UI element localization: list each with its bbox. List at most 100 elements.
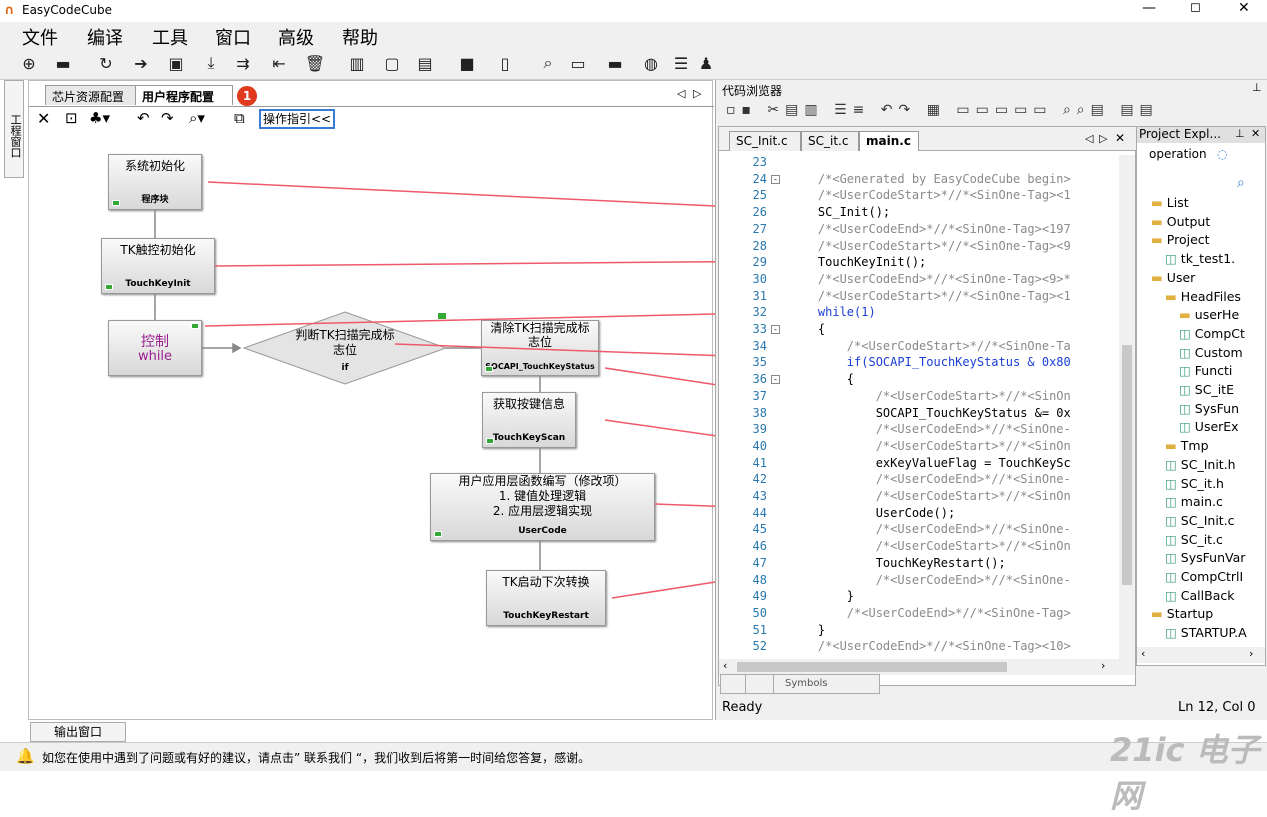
tree-h-scrollbar[interactable]: ‹ › bbox=[1137, 647, 1265, 663]
tree-file[interactable]: ◫ SC_itE bbox=[1179, 382, 1234, 397]
download-icon[interactable]: ⤓ bbox=[207, 53, 215, 72]
tree-folder[interactable]: ▬ Tmp bbox=[1165, 438, 1209, 453]
tab-output-window[interactable]: 输出窗口 bbox=[30, 722, 126, 742]
tree-file[interactable]: ◫ SC_Init.h bbox=[1165, 457, 1236, 472]
new-file-icon[interactable]: ⊕ bbox=[22, 53, 36, 73]
undo-icon[interactable]: ↶ bbox=[137, 109, 150, 127]
tree-file[interactable]: ◫ CompCtrlI bbox=[1165, 569, 1243, 584]
file-icon[interactable]: ▯ bbox=[500, 53, 510, 73]
maximize-button[interactable]: ◻ bbox=[1190, 0, 1201, 15]
tree-file[interactable]: ◫ tk_test1. bbox=[1165, 251, 1235, 266]
project-combo[interactable]: operation bbox=[1149, 147, 1207, 161]
tab-right-icon[interactable]: ▷ bbox=[1099, 132, 1108, 145]
symbols-tab[interactable]: Symbols bbox=[785, 678, 828, 689]
fold-toggle-icon[interactable]: - bbox=[771, 375, 780, 385]
save-icon[interactable]: ▣ bbox=[168, 53, 184, 73]
search-tool-icon[interactable]: ⌕ bbox=[543, 53, 553, 72]
block-user-code[interactable]: 用户应用层函数编写（修改项） 1. 键值处理逻辑 2. 应用层逻辑实现 User… bbox=[430, 473, 655, 541]
tab-chip-config[interactable]: 芯片资源配置 bbox=[45, 85, 147, 105]
scroll-right-icon[interactable]: › bbox=[1249, 647, 1254, 660]
monitor-icon[interactable]: ▢ bbox=[384, 53, 400, 73]
tree-folder[interactable]: ▬ Project bbox=[1151, 232, 1210, 247]
scroll-right-icon[interactable]: › bbox=[1101, 659, 1106, 672]
tab-left-icon[interactable]: ◁ bbox=[1085, 132, 1094, 145]
tree-file[interactable]: ◫ SysFunVar bbox=[1165, 550, 1245, 565]
refresh-icon[interactable]: ◌ bbox=[1217, 147, 1228, 161]
tree-file[interactable]: ◫ SysFun bbox=[1179, 401, 1239, 416]
menu-help[interactable]: 帮助 bbox=[342, 28, 378, 49]
menu-tools[interactable]: 工具 bbox=[152, 28, 188, 49]
block-clear-flag[interactable]: 清除TK扫描完成标志位 SOCAPI_TouchKeyStatus bbox=[481, 320, 599, 376]
tree-folder[interactable]: ▬ User bbox=[1151, 270, 1195, 285]
menu-window[interactable]: 窗口 bbox=[215, 28, 251, 49]
tab-main-c[interactable]: main.c bbox=[859, 131, 919, 151]
forward-icon[interactable]: ➔ bbox=[134, 53, 148, 73]
block-tk-restart[interactable]: TK启动下次转换 TouchKeyRestart bbox=[486, 570, 606, 626]
import-icon[interactable]: ⇤ bbox=[272, 53, 286, 73]
block-tk-init[interactable]: TK触控初始化 TouchKeyInit bbox=[101, 238, 215, 294]
list-icon[interactable]: ☰ bbox=[673, 53, 689, 73]
tree-folder[interactable]: ▬ List bbox=[1151, 195, 1189, 210]
vertical-scrollbar[interactable] bbox=[1119, 155, 1135, 659]
redo-icon[interactable]: ↷ bbox=[161, 109, 174, 127]
tree-file[interactable]: ◫ Custom bbox=[1179, 345, 1243, 360]
minimize-button[interactable]: — bbox=[1142, 0, 1156, 16]
tree-file[interactable]: ◫ SC_Init.c bbox=[1165, 513, 1235, 528]
tree-folder[interactable]: ▬ HeadFiles bbox=[1165, 289, 1241, 304]
tree-file[interactable]: ◫ UserEx bbox=[1179, 419, 1239, 434]
export-icon[interactable]: ⇉ bbox=[236, 53, 250, 73]
fold-toggle-icon[interactable]: - bbox=[771, 325, 780, 334]
folder-icon[interactable]: ▭ bbox=[570, 53, 586, 73]
tab-sc-it-c[interactable]: SC_it.c bbox=[801, 131, 859, 151]
fold-toggle-icon[interactable]: - bbox=[771, 174, 780, 184]
tree-folder[interactable]: ▬ userHe bbox=[1179, 307, 1239, 322]
layers-icon[interactable]: ⧉ bbox=[234, 109, 245, 127]
refresh-icon[interactable]: ↻ bbox=[99, 53, 113, 73]
user-icon[interactable]: ♟ bbox=[698, 53, 714, 73]
tree-file[interactable]: ◫ CompCt bbox=[1179, 326, 1245, 341]
status-message[interactable]: 如您在使用中遇到了问题或有好的建议，请点击” 联系我们 “，我们收到后将第一时间… bbox=[42, 751, 591, 765]
close-icon[interactable]: ✕ bbox=[37, 109, 51, 128]
block-system-init[interactable]: 系统初始化 程序块 bbox=[108, 154, 202, 210]
search-icon[interactable]: ⌕ bbox=[1237, 175, 1245, 191]
tab-user-program[interactable]: 用户程序配置 bbox=[135, 85, 233, 105]
horizontal-scrollbar[interactable]: ‹ › bbox=[719, 659, 1135, 675]
block-key-scan[interactable]: 获取按键信息 TouchKeyScan bbox=[482, 392, 576, 448]
tree-file[interactable]: ◫ SC_it.h bbox=[1165, 476, 1224, 491]
menu-file[interactable]: 文件 bbox=[22, 28, 58, 49]
pin-icon[interactable]: ⊥ bbox=[1235, 127, 1245, 140]
tree-file[interactable]: ◫ SC_it.c bbox=[1165, 532, 1223, 547]
document-icon[interactable]: ▤ bbox=[417, 53, 433, 73]
guide-button[interactable]: 操作指引<< bbox=[259, 109, 335, 129]
tree-file[interactable]: ◫ CallBack bbox=[1165, 588, 1234, 603]
globe-icon[interactable]: ◍ bbox=[644, 53, 658, 73]
menu-advanced[interactable]: 高级 bbox=[278, 28, 314, 49]
tab-close-icon[interactable]: ✕ bbox=[1115, 131, 1126, 145]
tree-file[interactable]: ◫ main.c bbox=[1165, 494, 1223, 509]
open-folder-icon[interactable]: ▬ bbox=[55, 53, 71, 73]
tree-folder[interactable]: ▬ Output bbox=[1151, 214, 1210, 229]
chip-icon[interactable]: ■ bbox=[459, 53, 475, 73]
project-window-strip[interactable]: 工程窗口 bbox=[4, 80, 24, 178]
tab-sc-init-c[interactable]: SC_Init.c bbox=[729, 131, 801, 151]
tab-scroll-left-icon[interactable]: ◁ bbox=[677, 87, 686, 100]
tree-file[interactable]: ◫ Functi bbox=[1179, 363, 1232, 378]
zoom-icon[interactable]: ⌕▾ bbox=[189, 109, 205, 127]
book-icon[interactable]: ▥ bbox=[349, 53, 365, 73]
bell-icon[interactable]: 🔔 bbox=[16, 747, 35, 765]
chat-icon[interactable]: ▬ bbox=[607, 53, 623, 73]
scroll-left-icon[interactable]: ‹ bbox=[1141, 647, 1146, 660]
close-icon[interactable]: ✕ bbox=[1251, 127, 1261, 140]
tree-icon[interactable]: ♣▾ bbox=[89, 109, 110, 127]
code-toolbar-icons[interactable]: ▫▪ ✂▤▥ ☰≡ ↶↷ ▦ ▭▭▭▭▭ ⌕⌕▤ ▤▤ bbox=[716, 98, 1267, 124]
block-if-diamond[interactable] bbox=[240, 310, 450, 386]
block-while[interactable]: 控制 while bbox=[108, 320, 202, 376]
delete-icon[interactable]: 🗑 bbox=[304, 53, 326, 73]
menu-compile[interactable]: 编译 bbox=[87, 28, 123, 49]
crop-icon[interactable]: ⊡ bbox=[65, 109, 78, 127]
project-tree[interactable]: ▬ List ▬ Output ▬ Project ◫ tk_test1. ▬ User… bbox=[1137, 195, 1265, 641]
pin-icon[interactable]: ⊥ bbox=[1252, 81, 1262, 94]
tree-folder[interactable]: ▬ Startup bbox=[1151, 606, 1213, 621]
